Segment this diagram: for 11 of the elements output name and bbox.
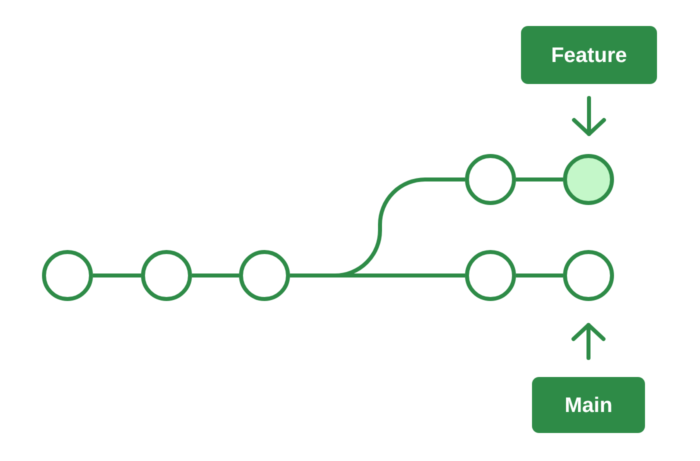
connector-line — [93, 274, 141, 278]
branch-name: Feature — [551, 44, 627, 66]
branch-tag — [532, 377, 645, 433]
connector-line — [192, 274, 239, 278]
branch-tag — [521, 26, 657, 84]
arrow — [572, 96, 606, 136]
connector-line — [516, 274, 563, 278]
arrow — [572, 323, 606, 360]
connector-line — [516, 178, 563, 182]
branch-name: Main — [564, 394, 612, 416]
connector-line — [290, 274, 465, 278]
